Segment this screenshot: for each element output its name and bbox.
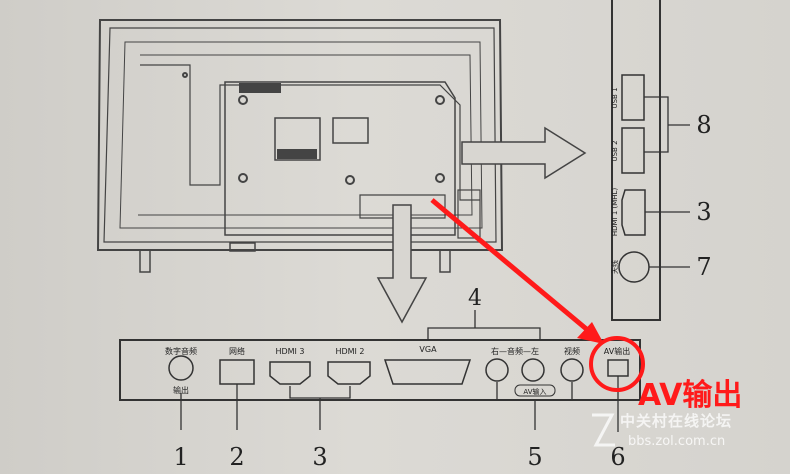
label-usb1: USB 1 — [611, 87, 619, 108]
av-in-badge — [514, 384, 556, 397]
label-hdmi3: HDMI 3 — [275, 347, 304, 356]
label-hdmi2: HDMI 2 — [335, 347, 364, 356]
antenna-jack — [618, 251, 650, 283]
bracket-4 — [427, 310, 541, 340]
audio-right-jack — [485, 358, 509, 382]
watermark-title: 中关村在线论坛 — [620, 412, 733, 430]
usb1-port — [621, 74, 645, 121]
label-av-in: AV输入 — [523, 387, 546, 396]
label-digital-audio: 数字音频 — [165, 346, 197, 356]
tv-back-outline — [96, 19, 504, 273]
zol-logo-icon — [592, 413, 615, 447]
label-vga: VGA — [419, 345, 437, 354]
number-6: 6 — [610, 443, 625, 471]
label-network: 网络 — [229, 346, 245, 356]
hdmi1-port — [621, 189, 646, 236]
av-out-port — [607, 359, 629, 377]
hdmi3-port — [269, 361, 311, 385]
number-3: 3 — [312, 443, 327, 471]
audio-left-jack — [521, 358, 545, 382]
number-5: 5 — [527, 443, 542, 471]
label-video: 视频 — [564, 346, 580, 356]
number-8: 8 — [696, 111, 711, 139]
bottom-port-panel — [119, 339, 641, 401]
usb2-port — [621, 127, 645, 174]
leader-lines — [180, 376, 619, 432]
watermark-url: bbs.zol.com.cn — [628, 434, 726, 449]
label-av-out: AV输出 — [604, 346, 630, 356]
side-leader-lines — [644, 96, 690, 268]
number-4: 4 — [468, 286, 482, 311]
label-audio-lr: 右—音频—左 — [491, 346, 539, 356]
label-digital-audio-out: 输出 — [173, 385, 189, 395]
hdmi2-port — [327, 361, 371, 385]
red-pointer-arrow-line — [430, 198, 592, 334]
number-7: 7 — [696, 253, 711, 281]
label-usb2: USB 2 — [611, 140, 619, 161]
number-2: 2 — [229, 443, 244, 471]
video-jack — [560, 358, 584, 382]
av-output-annotation: AV输出 — [638, 378, 743, 413]
red-highlight-circle — [589, 336, 645, 392]
label-hdmi1: HDMI 1 (MHL) — [611, 188, 619, 237]
side-port-panel — [611, 0, 661, 321]
red-pointer-arrow-head — [577, 322, 604, 344]
label-antenna: 天线 — [610, 260, 619, 274]
number-3-side: 3 — [696, 198, 711, 226]
arrow-right-hollow — [461, 126, 587, 180]
network-port — [219, 359, 255, 385]
arrow-down-hollow — [376, 204, 428, 324]
vga-port — [383, 359, 472, 385]
digital-audio-jack — [168, 355, 194, 381]
number-1: 1 — [173, 443, 188, 471]
